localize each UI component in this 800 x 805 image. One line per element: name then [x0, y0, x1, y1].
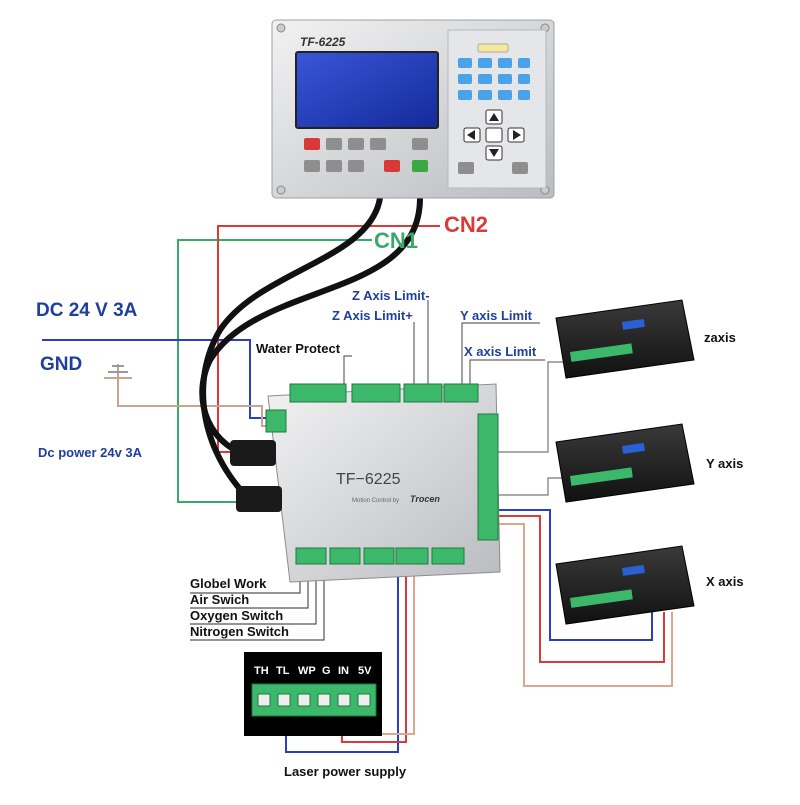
terminal-block-top-3: [403, 383, 443, 403]
db-connector-cn1: [236, 486, 282, 512]
z-axis-driver: [555, 299, 695, 379]
x-driver-signal-1: [496, 509, 653, 641]
terminal-block-bottom-3: [363, 547, 395, 565]
terminal-5v: 5V: [358, 665, 372, 677]
terminal-g: G: [322, 665, 331, 677]
nitrogen-switch-leader: [190, 568, 325, 641]
water-protect-leader: [343, 355, 352, 392]
cn1-label: CN1: [374, 228, 419, 253]
x-driver-label: X axis: [706, 574, 744, 589]
laser-supply-terminal: [244, 652, 382, 736]
board-model: TF−6225: [336, 471, 401, 488]
y-axis-driver: [555, 423, 695, 503]
oxygen-switch-label: Oxygen Switch: [190, 608, 284, 623]
terminal-block-top-4: [443, 383, 479, 403]
cable-cn2: [199, 195, 423, 459]
y-driver-label: Y axis: [706, 456, 744, 471]
board-brand-prefix: Motion Control by: [352, 498, 399, 504]
terminal-th: TH: [254, 665, 269, 677]
controller-board: [230, 383, 501, 583]
global-work-label: Globel Work: [190, 576, 267, 591]
terminal-wp: WP: [298, 665, 316, 677]
y-limit-label: Y axis Limit: [460, 308, 533, 323]
z-limit-plus-label: Z Axis Limit+: [332, 308, 413, 323]
cn1-wire: [177, 239, 372, 503]
x-driver-signal-2: [496, 515, 665, 663]
air-switch-label: Air Swich: [190, 592, 250, 607]
terminal-block-bottom-2: [329, 547, 361, 565]
panel-model: TF-6225: [300, 35, 346, 49]
terminal-block-bottom-5: [431, 547, 465, 565]
cn2-label: CN2: [444, 212, 489, 237]
board-brand: Trocen: [410, 494, 440, 504]
x-limit-label: X axis Limit: [464, 344, 537, 359]
y-limit-leader: [461, 322, 540, 392]
terminal-tl: TL: [276, 665, 290, 677]
db-connector-cn2: [230, 440, 276, 466]
oxygen-switch-leader: [190, 568, 317, 625]
nitrogen-switch-label: Nitrogen Switch: [190, 624, 289, 639]
numeric-keypad: [458, 58, 530, 100]
control-panel: [271, 19, 555, 199]
laser-terminal-labels: TH TL WP G IN 5V: [254, 665, 372, 677]
z-limit-minus-label: Z Axis Limit-: [352, 288, 430, 303]
panel-cables: [199, 195, 423, 503]
gnd-label: GND: [40, 354, 83, 375]
x-driver-signal-3: [496, 523, 673, 687]
laser-supply-label: Laser power supply: [284, 764, 407, 779]
dc-power-bottom-label: Dc power 24v 3A: [38, 445, 143, 460]
ground-icon: [104, 364, 132, 379]
z-driver-label: zaxis: [704, 330, 736, 345]
terminal-block-top-2: [351, 383, 401, 403]
dc-power-wire: [42, 339, 278, 419]
water-protect-label: Water Protect: [256, 341, 341, 356]
terminal-block-right: [477, 413, 499, 541]
terminal-block-top-1: [289, 383, 347, 403]
x-axis-driver: [555, 545, 695, 625]
terminal-block-bottom-1: [295, 547, 327, 565]
terminal-block-bottom-4: [395, 547, 429, 565]
x-limit-leader: [469, 359, 545, 392]
dc-power-label: DC 24 V 3A: [36, 300, 138, 321]
cable-cn1: [200, 195, 383, 503]
power-terminal: [265, 409, 287, 433]
terminal-in: IN: [338, 665, 349, 677]
